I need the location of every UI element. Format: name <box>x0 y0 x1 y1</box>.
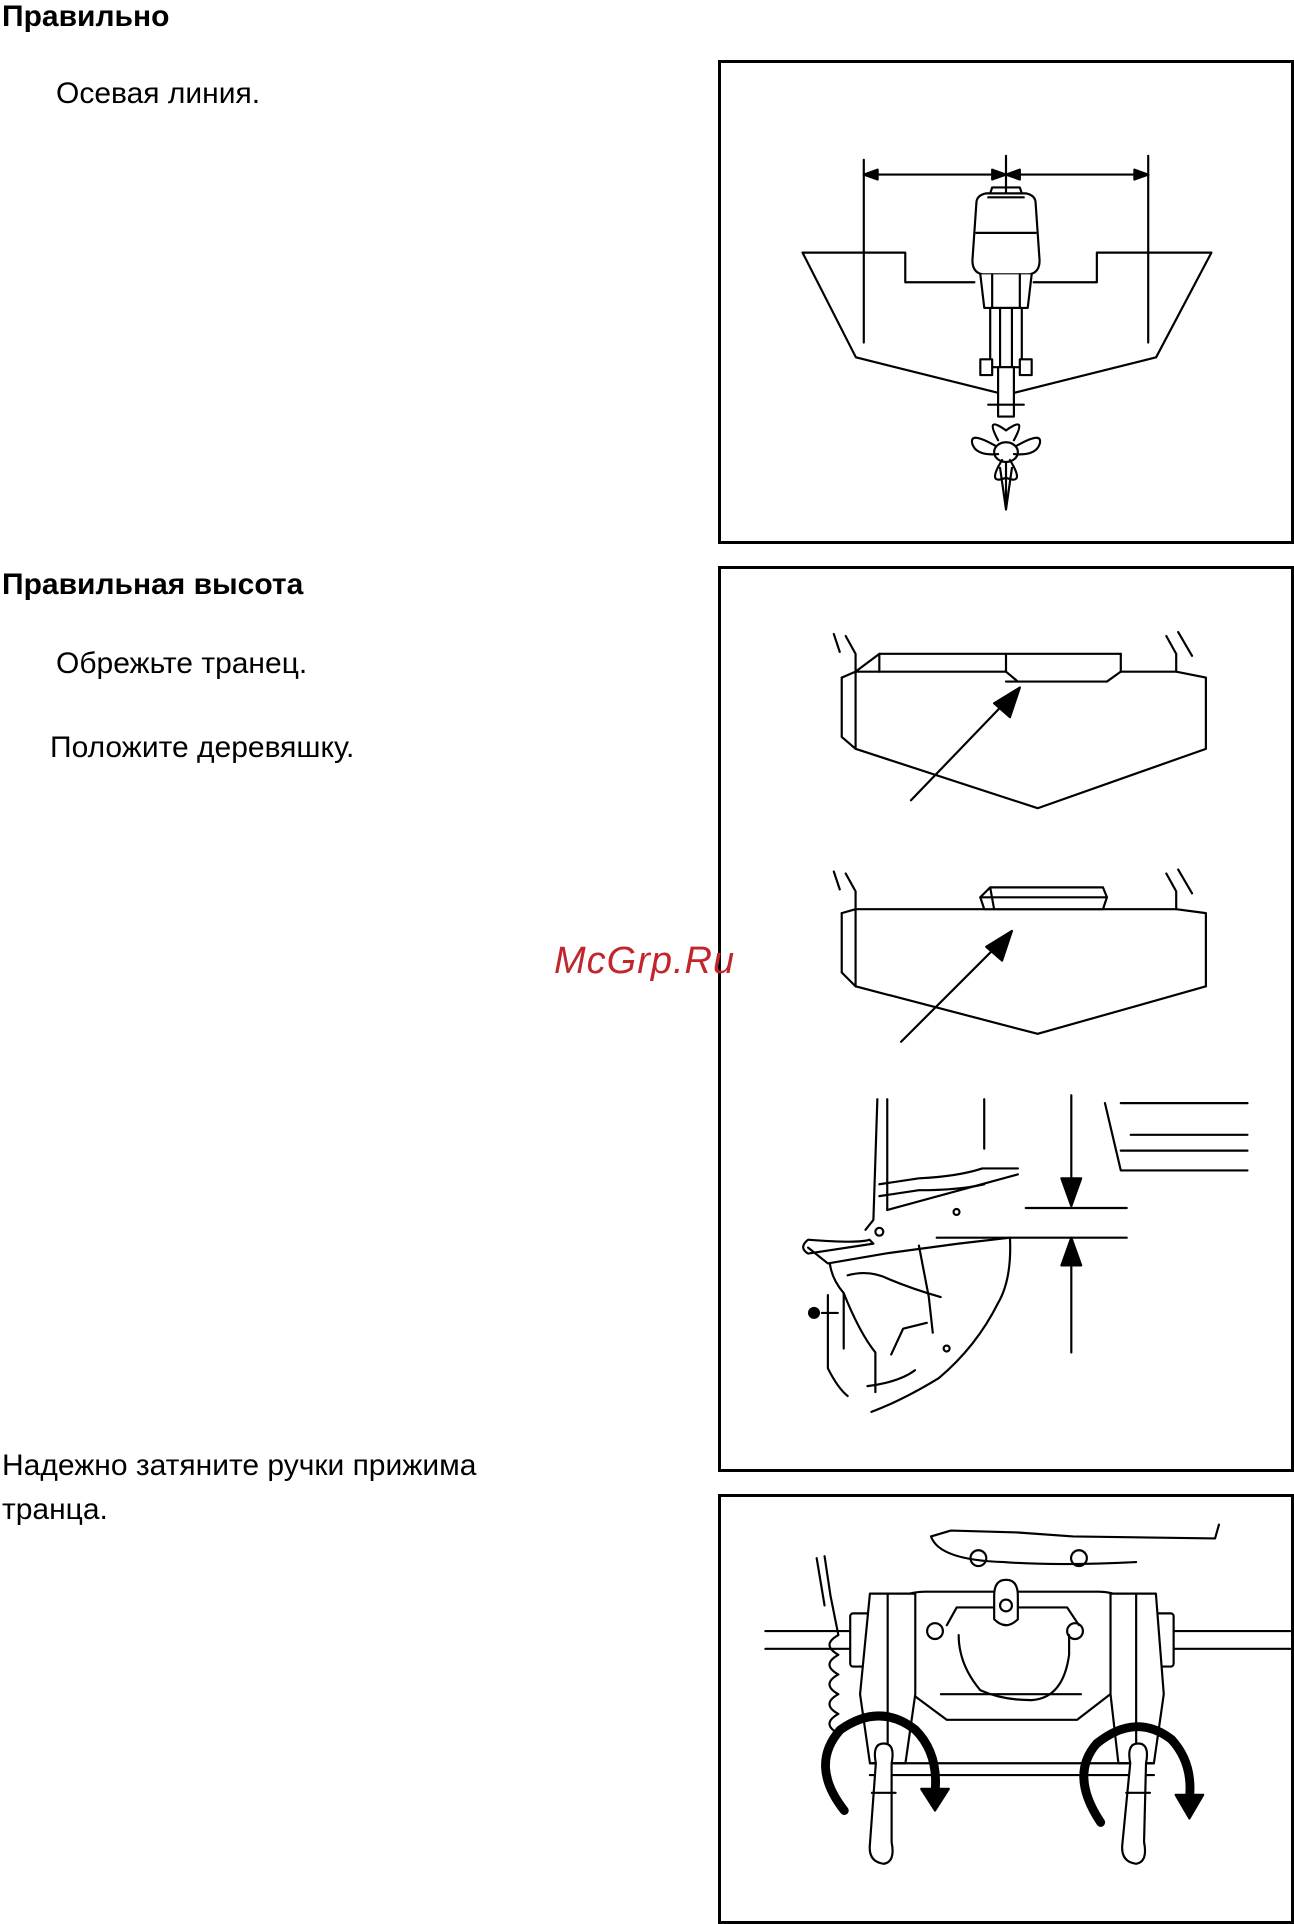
text-tighten-clamp-line1: Надежно затяните ручки прижима <box>2 1446 476 1486</box>
text-cut-transom: Обрежьте транец. <box>56 644 307 684</box>
heading-correct: Правильно <box>2 0 169 34</box>
centerline-diagram <box>721 63 1291 541</box>
text-tighten-clamp-line2: транца. <box>2 1490 108 1530</box>
figure-centerline <box>718 60 1294 544</box>
text-centerline: Осевая линия. <box>56 74 260 114</box>
text-place-wood: Положите деревяшку. <box>50 728 354 768</box>
watermark: McGrp.Ru <box>554 940 735 983</box>
transom-height-diagram <box>721 569 1291 1469</box>
figure-correct-height <box>718 566 1294 1472</box>
transom-clamp-diagram <box>721 1497 1291 1921</box>
heading-correct-height: Правильная высота <box>2 568 303 602</box>
figure-transom-clamp <box>718 1494 1294 1924</box>
